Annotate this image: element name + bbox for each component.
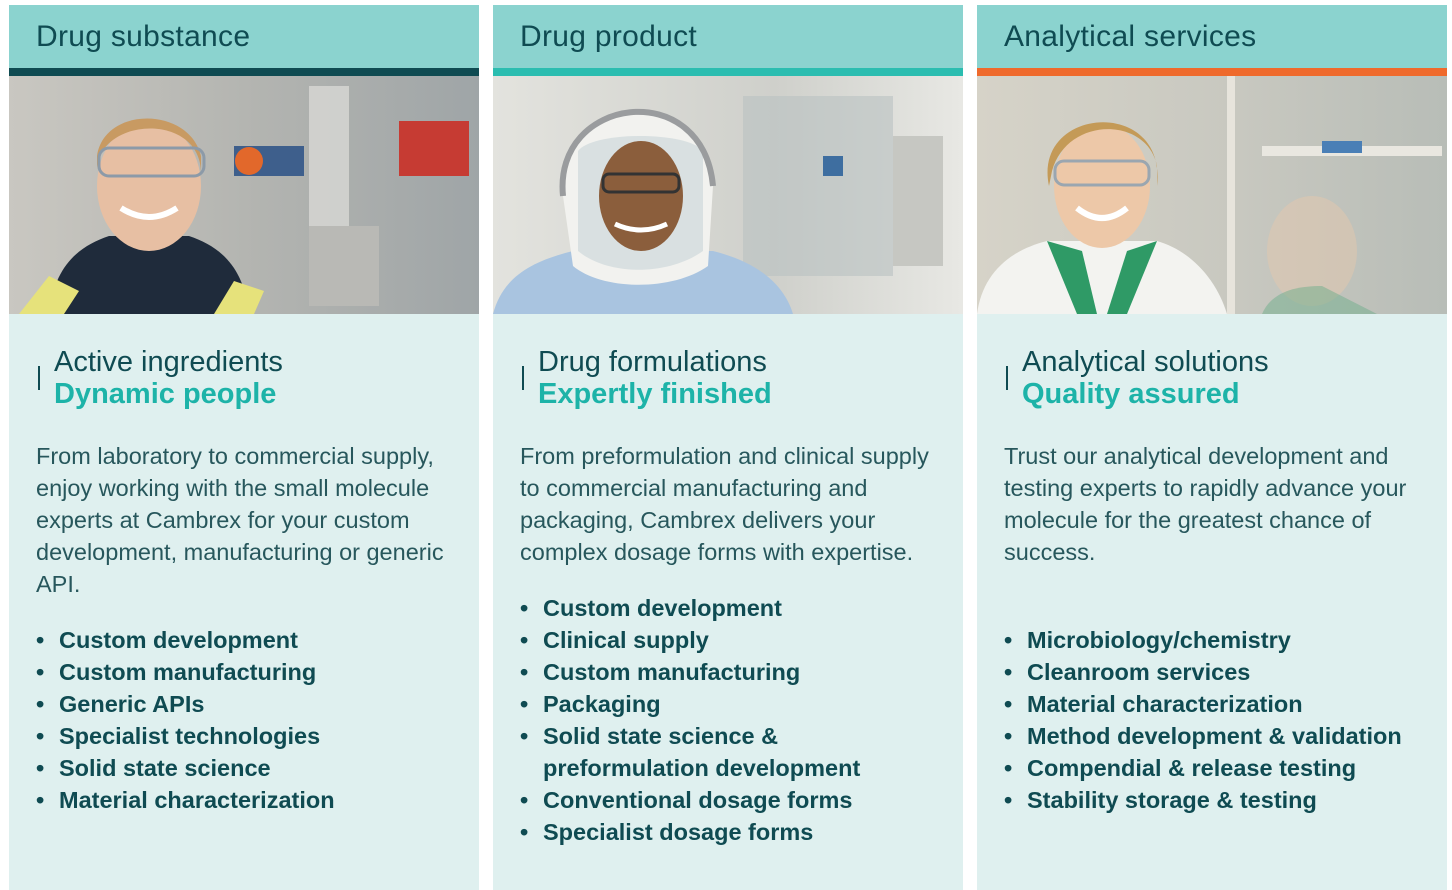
list-item: Specialist dosage forms [520,816,943,848]
service-list: Microbiology/chemistry Cleanroom service… [1004,624,1427,816]
column-header: Drug product [493,5,963,68]
subheading: Drug formulations Expertly finished [520,346,943,410]
list-item: Method development & validation [1004,720,1427,752]
subheading: Active ingredients Dynamic people [36,346,459,410]
content-panel: Drug formulations Expertly finished From… [493,314,963,890]
service-list: Custom development Clinical supply Custo… [520,592,943,848]
subheading-marker [38,366,40,390]
column-header: Drug substance [9,5,479,68]
subheading-marker [1006,366,1008,390]
list-item: Stability storage & testing [1004,784,1427,816]
list-item: Custom manufacturing [520,656,943,688]
photo-man-cleanroom-helmet [493,76,963,314]
list-item: Custom development [36,624,459,656]
subheading-primary: Active ingredients [54,346,283,378]
accent-rule [977,68,1447,76]
column-title: Drug product [520,19,698,53]
content-panel: Active ingredients Dynamic people From l… [9,314,479,890]
list-item: Material characterization [1004,688,1427,720]
description: Trust our analytical development and tes… [1004,443,1407,565]
subheading-secondary: Quality assured [1022,378,1240,410]
list-item: Material characterization [36,784,459,816]
list-item: Conventional dosage forms [520,784,943,816]
subheading-primary: Analytical solutions [1022,346,1269,378]
list-item: Microbiology/chemistry [1004,624,1427,656]
subheading-secondary: Expertly finished [538,378,772,410]
list-item: Packaging [520,688,943,720]
list-item: Solid state science [36,752,459,784]
accent-rule [9,68,479,76]
column-title: Drug substance [36,19,251,53]
subheading: Analytical solutions Quality assured [1004,346,1427,410]
list-item: Specialist technologies [36,720,459,752]
photo-woman-safety-glasses [9,76,479,314]
column-header: Analytical services [977,5,1447,68]
list-item: Clinical supply [520,624,943,656]
column-drug-product: Drug product Drug formulations [493,5,963,890]
subheading-primary: Drug formulations [538,346,767,378]
list-item: Cleanroom services [1004,656,1427,688]
photo-woman-lab-coat [977,76,1447,314]
column-title: Analytical services [1004,19,1257,53]
description: From preformulation and clinical supply … [520,443,929,565]
column-analytical-services: Analytical services Ana [977,5,1447,890]
description: From laboratory to commercial supply, en… [36,443,444,597]
subheading-marker [522,366,524,390]
accent-rule [493,68,963,76]
list-item: Custom development [520,592,943,624]
list-item: Solid state science & preformulation dev… [520,720,943,784]
list-item: Custom manufacturing [36,656,459,688]
column-drug-substance: Drug substance Active i [9,5,479,890]
content-panel: Analytical solutions Quality assured Tru… [977,314,1447,890]
service-list: Custom development Custom manufacturing … [36,624,459,816]
subheading-secondary: Dynamic people [54,378,277,410]
list-item: Generic APIs [36,688,459,720]
list-item: Compendial & release testing [1004,752,1427,784]
